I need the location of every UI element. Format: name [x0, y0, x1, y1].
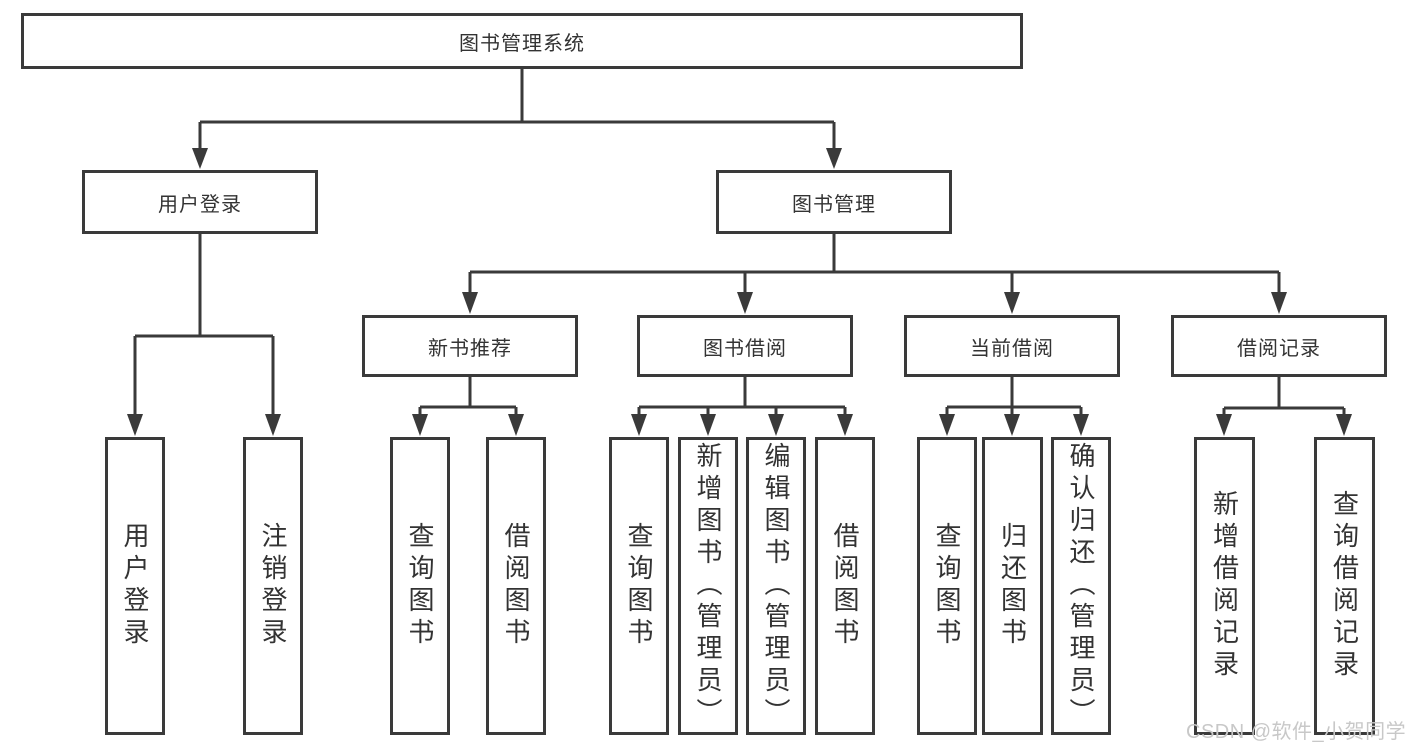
- arrowhead: [768, 414, 784, 436]
- leaf-return-books: 归还图书: [982, 437, 1043, 735]
- arrowhead: [265, 414, 281, 436]
- arrowhead: [1004, 292, 1020, 314]
- leaf-add-borrow-record: 新增借阅记录: [1194, 437, 1255, 735]
- arrowhead: [1271, 292, 1287, 314]
- leaf-edit-books-admin: 编辑图书（管理员）: [746, 437, 806, 735]
- connector-book-management-branch: [462, 234, 1287, 314]
- arrowhead: [412, 414, 428, 436]
- leaf-query-books-borrowing: 查询图书: [609, 437, 669, 735]
- node-label: 借阅记录: [1237, 337, 1321, 360]
- leaf-label: 归还图书: [997, 522, 1028, 650]
- node-label: 图书管理系统: [459, 32, 585, 55]
- leaf-label: 查询图书: [405, 522, 435, 650]
- node-new-book-recommendation: 新书推荐: [362, 315, 578, 377]
- node-label: 用户登录: [158, 193, 242, 216]
- node-book-management: 图书管理: [716, 170, 952, 234]
- node-label: 图书借阅: [703, 337, 787, 360]
- leaf-label: 新增借阅记录: [1209, 490, 1240, 682]
- connector-new-book-recommendation-branch: [412, 377, 524, 436]
- connector-current-borrowing-branch: [939, 377, 1089, 436]
- leaf-label: 确认归还（管理员）: [1066, 442, 1096, 730]
- leaf-label: 用户登录: [120, 522, 150, 650]
- leaf-add-books-admin: 新增图书（管理员）: [678, 437, 738, 735]
- arrowhead: [192, 148, 208, 169]
- leaf-label: 查询借阅记录: [1329, 490, 1360, 682]
- leaf-label: 借阅图书: [501, 522, 531, 650]
- leaf-label: 查询图书: [624, 522, 654, 650]
- node-label: 图书管理: [792, 193, 876, 216]
- leaf-query-books-recommend: 查询图书: [390, 437, 450, 735]
- connector-user-login-branch: [127, 234, 281, 436]
- leaf-borrow-books-recommend: 借阅图书: [486, 437, 546, 735]
- connector-book-borrowing-branch: [631, 377, 853, 436]
- leaf-logout: 注销登录: [243, 437, 303, 735]
- leaf-label: 注销登录: [258, 522, 288, 650]
- arrowhead: [631, 414, 647, 436]
- node-borrowing-records: 借阅记录: [1171, 315, 1387, 377]
- leaf-label: 查询图书: [932, 522, 962, 650]
- leaf-confirm-return-admin: 确认归还（管理员）: [1051, 437, 1111, 735]
- arrowhead: [1004, 414, 1020, 436]
- node-current-borrowing: 当前借阅: [904, 315, 1120, 377]
- arrowhead: [826, 148, 842, 169]
- leaf-borrow-books: 借阅图书: [815, 437, 875, 735]
- node-label: 新书推荐: [428, 337, 512, 360]
- arrowhead: [1216, 414, 1232, 436]
- arrowhead: [939, 414, 955, 436]
- connector-borrowing-records-branch: [1216, 377, 1352, 436]
- arrowhead: [1073, 414, 1089, 436]
- node-library-management-system: 图书管理系统: [21, 13, 1023, 69]
- connector-root-to-level2: [192, 69, 842, 169]
- leaf-label: 编辑图书（管理员）: [761, 442, 791, 730]
- node-user-login: 用户登录: [82, 170, 318, 234]
- arrowhead: [462, 292, 478, 314]
- leaf-label: 新增图书（管理员）: [693, 442, 723, 730]
- arrowhead: [127, 414, 143, 436]
- leaf-query-borrow-record: 查询借阅记录: [1314, 437, 1375, 735]
- arrowhead: [737, 292, 753, 314]
- watermark: CSDN @软件_小贺同学: [1186, 721, 1405, 743]
- arrowhead: [1336, 414, 1352, 436]
- arrowhead: [700, 414, 716, 436]
- node-book-borrowing: 图书借阅: [637, 315, 853, 377]
- arrowhead: [837, 414, 853, 436]
- leaf-user-login: 用户登录: [105, 437, 165, 735]
- node-label: 当前借阅: [970, 337, 1054, 360]
- leaf-label: 借阅图书: [830, 522, 860, 650]
- leaf-query-books-current: 查询图书: [917, 437, 977, 735]
- arrowhead: [508, 414, 524, 436]
